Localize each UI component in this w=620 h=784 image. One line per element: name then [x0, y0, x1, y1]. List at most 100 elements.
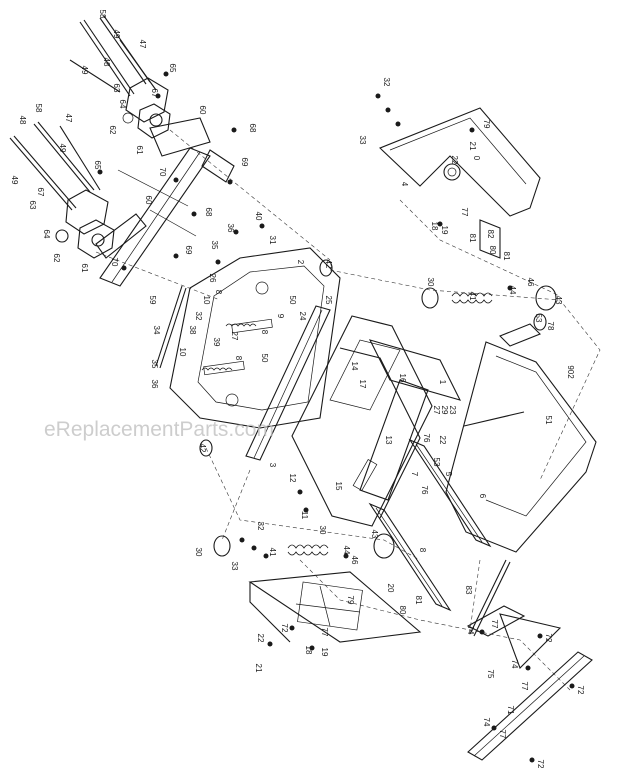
part-callout-label: 65	[93, 161, 102, 170]
part-callout-label: 20	[386, 584, 395, 593]
part-callout-label: 34	[152, 326, 161, 335]
part-callout-label: 31	[268, 236, 277, 245]
part-callout-label: 50	[288, 296, 297, 305]
support-bars	[99, 147, 235, 287]
fasteners	[97, 71, 575, 763]
part-callout-label: 902	[566, 365, 575, 379]
part-callout-label: 8	[260, 330, 269, 335]
part-callout-label: 49	[58, 144, 67, 153]
lower-roller-assembly	[9, 121, 147, 259]
part-callout-label: 18	[430, 222, 439, 231]
part-callout-label: 70	[110, 258, 119, 267]
part-callout-label: 36	[150, 380, 159, 389]
part-callout-label: 67	[150, 89, 159, 98]
part-callout-label: 78	[546, 322, 555, 331]
part-callout-label: 15	[334, 482, 343, 491]
upper-roller-assembly	[69, 15, 211, 157]
part-callout-label: 27	[432, 406, 441, 415]
part-callout-label: 76	[422, 434, 431, 443]
part-callout-label: 0	[472, 156, 481, 161]
part-callout-label: 46	[350, 556, 359, 565]
part-callout-label: 35	[210, 241, 219, 250]
part-callout-label: 44	[342, 546, 351, 555]
part-callout-label: 39	[212, 338, 221, 347]
part-callout-label: 8	[214, 290, 223, 295]
part-callout-label: 32	[256, 522, 265, 531]
part-callout-label: 74	[466, 626, 475, 635]
assembly-guide-lines	[95, 129, 601, 691]
part-callout-label: 74	[510, 660, 519, 669]
part-callout-label: 64	[118, 100, 127, 109]
part-callout-label: 81	[502, 252, 511, 261]
part-callout-label: 82	[486, 230, 495, 239]
part-callout-label: 80	[398, 606, 407, 615]
bed-rails	[368, 438, 492, 612]
part-callout-label: 51	[544, 416, 553, 425]
part-callout-label: 46	[526, 278, 535, 287]
part-callout-label: 60	[144, 196, 153, 205]
part-callout-label: 81	[414, 596, 423, 605]
part-callout-label: 8	[234, 356, 243, 361]
part-callout-label: 30	[426, 278, 435, 287]
springs	[201, 292, 493, 556]
part-callout-label: 24	[298, 312, 307, 321]
part-callout-label: 5	[444, 472, 453, 477]
part-callout-label: 50	[260, 354, 269, 363]
part-callout-label: 75	[486, 670, 495, 679]
part-callout-label: 60	[198, 106, 207, 115]
part-callout-label: 72	[280, 624, 289, 633]
part-callout-label: 43	[370, 530, 379, 539]
part-callout-label: 63	[112, 84, 121, 93]
table-extension	[466, 559, 593, 761]
part-callout-label: 63	[28, 201, 37, 210]
part-callout-label: 22	[256, 634, 265, 643]
part-callout-label: 77	[490, 620, 499, 629]
part-callout-label: 74	[482, 718, 491, 727]
base-frame	[445, 323, 597, 553]
part-callout-label: 79	[482, 120, 491, 129]
part-callout-label: 21	[254, 664, 263, 673]
part-callout-label: 53	[432, 458, 441, 467]
part-callout-label: 61	[80, 264, 89, 273]
part-callout-label: 10	[178, 348, 187, 357]
part-callout-label: 48	[102, 58, 111, 67]
part-callout-label: 2	[296, 260, 305, 265]
part-callout-label: 16	[398, 374, 407, 383]
part-number-callouts: 5849474849636567646261606869704858474949…	[10, 10, 585, 769]
part-callout-label: 69	[184, 246, 193, 255]
part-callout-label: 53	[534, 314, 543, 323]
part-callout-label: 13	[384, 436, 393, 445]
part-callout-label: 22	[450, 156, 459, 165]
part-callout-label: 68	[204, 208, 213, 217]
part-callout-label: 19	[320, 648, 329, 657]
part-callout-label: 81	[468, 234, 477, 243]
part-callout-label: 41	[468, 292, 477, 301]
part-callout-label: 36	[226, 224, 235, 233]
part-callout-label: 69	[240, 158, 249, 167]
part-callout-label: 8	[418, 548, 427, 553]
part-callout-label: 47	[64, 114, 73, 123]
part-callout-label: 35	[150, 360, 159, 369]
part-callout-label: 26	[208, 274, 217, 283]
part-callout-label: 61	[135, 146, 144, 155]
part-callout-label: 30	[194, 548, 203, 557]
part-callout-label: 29	[440, 406, 449, 415]
part-callout-label: 71	[506, 706, 515, 715]
part-callout-label: 59	[148, 296, 157, 305]
part-callout-label: 41	[268, 548, 277, 557]
part-callout-label: 49	[112, 30, 121, 39]
watermark-text: eReplacementParts.com	[44, 418, 274, 441]
part-callout-label: 33	[358, 136, 367, 145]
part-callout-label: 22	[438, 436, 447, 445]
part-callout-label: 42	[198, 444, 207, 453]
part-callout-label: 72	[536, 760, 545, 769]
part-callout-label: 62	[108, 126, 117, 135]
part-callout-label: 9	[276, 314, 285, 319]
part-callout-label: 32	[194, 312, 203, 321]
part-callout-label: 68	[248, 124, 257, 133]
part-callout-label: 32	[382, 78, 391, 87]
part-callout-label: 3	[268, 463, 277, 468]
part-callout-label: 58	[34, 104, 43, 113]
part-callout-label: 77	[498, 730, 507, 739]
